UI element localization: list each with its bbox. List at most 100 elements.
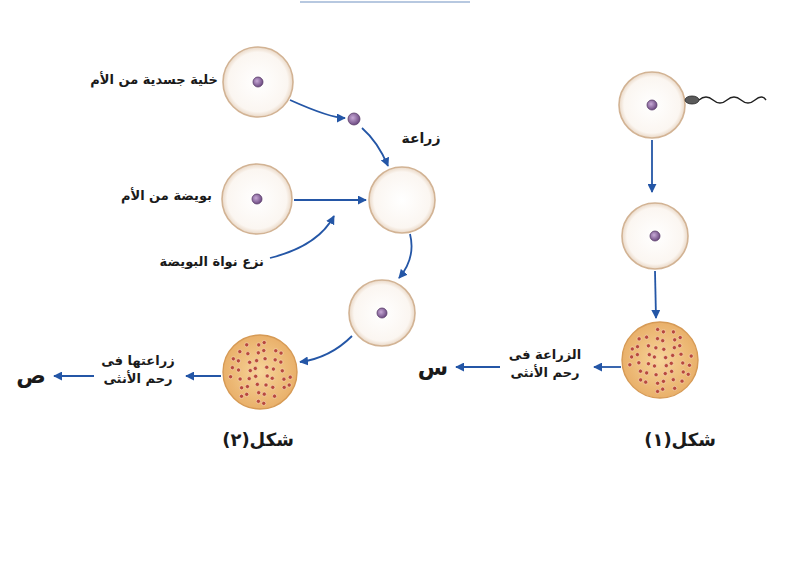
cell-dot [646, 362, 650, 366]
cell-dot [271, 367, 275, 371]
cell-dot [671, 330, 675, 334]
cell-dot [652, 364, 656, 368]
step-label: زراعة [395, 129, 447, 148]
cell-dot [280, 369, 284, 373]
embryo-ball [622, 322, 698, 398]
cell-dot [671, 378, 675, 382]
cell-dot [639, 378, 643, 382]
cell-dot [681, 361, 685, 365]
cell-dot [645, 371, 649, 375]
cell-dot [670, 369, 674, 373]
cell-dot [271, 385, 275, 389]
cell-dot [638, 369, 642, 373]
cell-dot [262, 401, 266, 405]
step-label: الزراعة فى رحم الأنثى [502, 346, 588, 381]
cell-dot [628, 363, 632, 367]
cell-dot [661, 379, 665, 383]
fertilised-egg [619, 72, 685, 138]
cell-dot [671, 353, 675, 357]
cell-dot [655, 389, 659, 393]
cell-dot [229, 375, 233, 379]
cell-dot [274, 349, 278, 353]
cell-dot [635, 353, 639, 357]
cell-dot [689, 354, 693, 358]
figure-caption: شكل(١) [628, 428, 732, 452]
cell-dot [687, 363, 691, 367]
egg-label: بويضة من الأم [58, 187, 212, 205]
cell-dot [256, 351, 260, 355]
cell-dot [661, 339, 665, 343]
cell-dot [245, 392, 249, 396]
somatic-cell [223, 47, 293, 117]
cell-dot [678, 344, 682, 348]
cell-dot [230, 366, 234, 370]
cell-dot [630, 347, 634, 351]
cell-dot [270, 376, 274, 380]
cell-dot [661, 387, 665, 391]
cell-dot [288, 375, 292, 379]
cell-dot [257, 343, 261, 347]
cell-dot [263, 357, 267, 361]
cell-dot [254, 374, 258, 378]
arrow [290, 100, 345, 118]
result-letter: ص [14, 361, 48, 391]
cell-dot [678, 335, 682, 339]
cell-dot [669, 361, 673, 365]
arrow [270, 216, 334, 258]
cell-dot [647, 353, 651, 357]
arrow [300, 336, 352, 362]
cell-dot [245, 343, 249, 347]
cell-dot [248, 360, 252, 364]
cell-dot [272, 394, 276, 398]
arrow [456, 366, 500, 368]
cell-dot [646, 344, 650, 348]
cell-dot [245, 384, 249, 388]
cell-dot [652, 355, 656, 359]
arrow [655, 271, 656, 318]
step-label: نزع نواة البويضة [110, 253, 264, 271]
figure-caption: شكل(٢) [206, 428, 310, 452]
arrow [294, 199, 366, 201]
cell-dot [637, 361, 641, 365]
arrow [54, 375, 94, 377]
cell-dot [663, 371, 667, 375]
arrow [594, 366, 621, 368]
cell-dot [279, 360, 283, 364]
cell-dot [681, 370, 685, 374]
cell-dot [630, 355, 634, 359]
somatic-cell-label: خلية جسدية من الأم [40, 71, 218, 89]
cell-dot [239, 394, 243, 398]
cell-dot [655, 381, 659, 385]
cell-dot [257, 391, 261, 395]
cell-dot [663, 356, 667, 360]
cell-dot [686, 372, 690, 376]
cell-dot [264, 383, 268, 387]
cell-dot [655, 337, 659, 341]
cell-dot [664, 364, 668, 368]
cell-dot [645, 335, 649, 339]
arrow [399, 234, 412, 278]
cell-dot [255, 359, 259, 363]
cell-dot [265, 374, 269, 378]
cell-dot [680, 379, 684, 383]
cell-dot [247, 377, 251, 381]
cell-dot [256, 399, 260, 403]
cell-dot [236, 368, 240, 372]
cell-dot [656, 327, 660, 331]
cell-dot [661, 330, 665, 334]
cell-dot [246, 352, 250, 356]
zygote-cell [622, 203, 688, 269]
cell-dot [248, 369, 252, 373]
cell-dot [282, 377, 286, 381]
arrow [362, 128, 388, 166]
cell-dot [255, 382, 259, 386]
cell-dot [265, 365, 269, 369]
cell-dot [238, 377, 242, 381]
zygote-cell [349, 280, 415, 346]
cell-dot [238, 350, 242, 354]
cell-dot [654, 373, 658, 377]
cell-dot [236, 359, 240, 363]
cell-dot [679, 352, 683, 356]
cell-dot [279, 351, 283, 355]
